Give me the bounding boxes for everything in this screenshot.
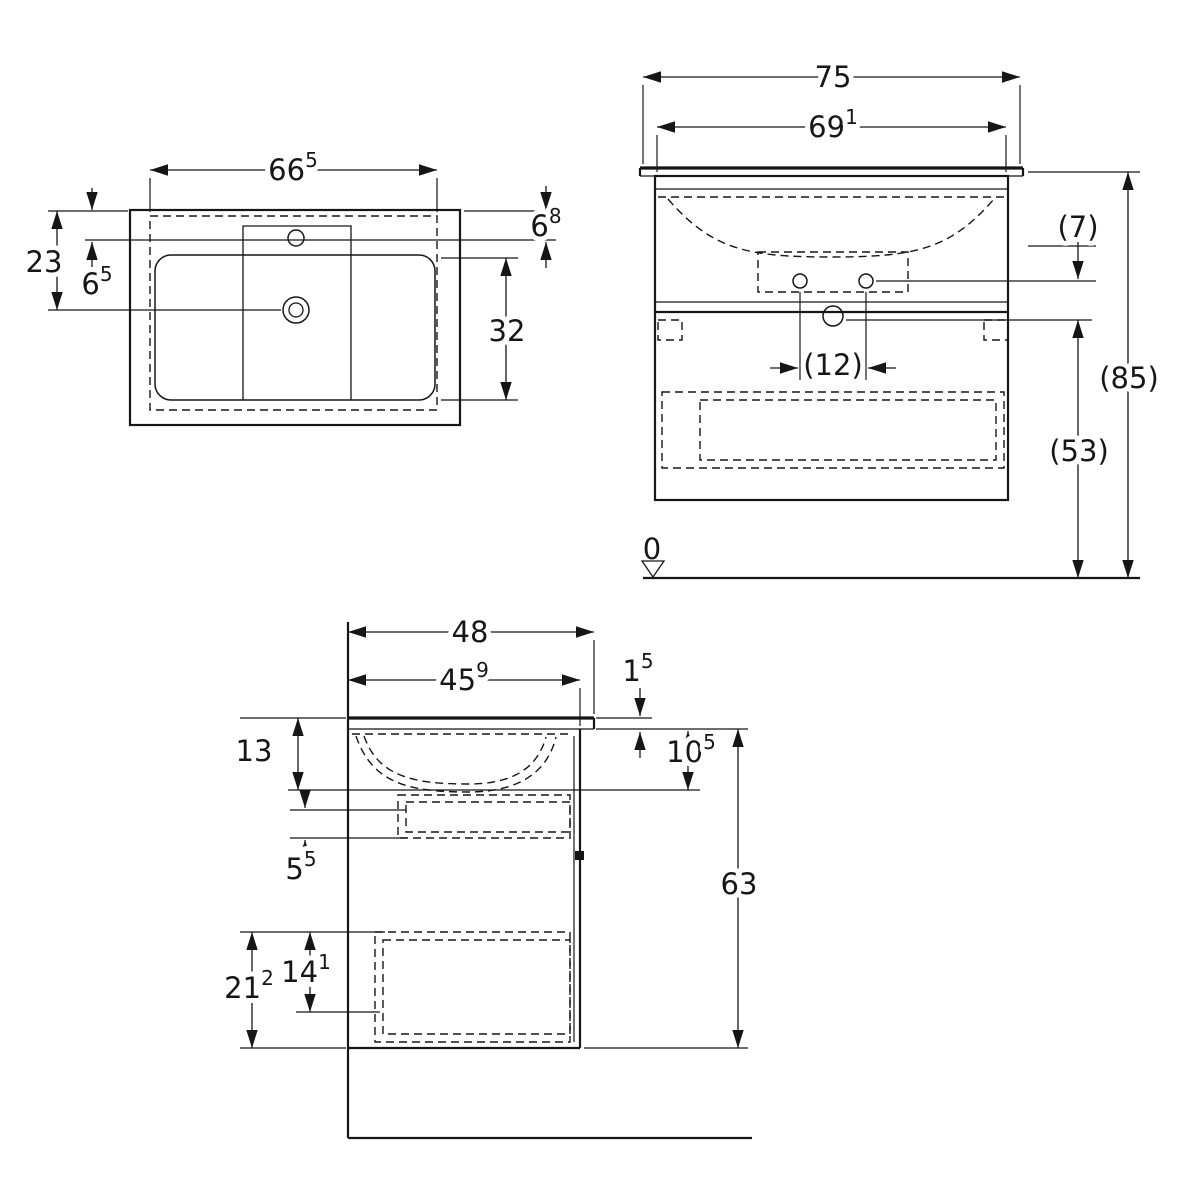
dim-side-depth-total-label: 48 [452, 615, 489, 649]
dim-side-rim-to-shelf-label: 13 [236, 734, 273, 768]
drain-inner [288, 302, 304, 318]
dim-side-basin-depth-label: 105 [666, 730, 716, 769]
dim-front-height-lower-label: (53) [1049, 434, 1109, 468]
dim-plan-back-to-tap-label: 68 [530, 204, 561, 243]
dim-plan-width: 665 [149, 143, 438, 212]
dim-plan-back-to-drain: 23 [21, 210, 281, 311]
dim-side-depth-total: 48 [348, 610, 595, 714]
dim-side-shelf-gap: 55 [280, 790, 406, 891]
dim-side-depth-body: 459 [348, 653, 581, 726]
side-outline [346, 622, 752, 1140]
dim-plan-bowl-depth-label: 32 [489, 314, 526, 348]
dim-side-rim-to-shelf: 13 [231, 717, 346, 790]
fixing-hole-left [792, 273, 808, 289]
plan-view: 665 23 65 68 32 [21, 143, 567, 427]
front-hidden-detail [657, 196, 1009, 469]
cabinet-hidden-outline [149, 215, 438, 411]
dim-front-fixing-offset-label: (7) [1057, 210, 1098, 244]
cabinet-body [653, 174, 1010, 502]
front-view: 75 691 (7) (12) (85) [638, 55, 1164, 580]
washbasin-outline [128, 208, 462, 427]
dim-front-width-body: 691 [656, 100, 1007, 172]
dim-front-fixing-offset: (7) [876, 205, 1104, 282]
dim-side-body-height: 63 [584, 728, 762, 1049]
dim-front-height-lower: (53) [846, 319, 1114, 578]
tap-hole [287, 229, 305, 247]
lower-drawer-box-side [374, 931, 571, 1043]
fixing-hole-right [858, 273, 874, 289]
dim-side-drawer-inner: 141 [276, 932, 380, 1013]
dim-side-body-height-label: 63 [721, 867, 758, 901]
dim-plan-bowl-depth: 32 [441, 257, 530, 401]
plan-outline [85, 208, 556, 427]
dim-side-shelf-gap-label: 55 [285, 847, 316, 886]
fixing-zone [757, 251, 909, 293]
dim-front-width-total-label: 75 [815, 60, 852, 94]
dim-front-tap-centers: (12) [770, 292, 896, 387]
datum: 0 [638, 527, 666, 579]
dim-side-drawer-outer: 212 [219, 931, 385, 1049]
dim-side-drawer-inner-label: 141 [281, 950, 331, 989]
dim-plan-width-label: 665 [268, 148, 318, 187]
bowl-hidden-profile [667, 198, 995, 258]
drawer-handle [575, 851, 584, 860]
dim-plan-back-to-tap: 68 [464, 186, 567, 268]
dim-side-depth-body-label: 459 [439, 658, 489, 697]
datum-symbol [640, 560, 666, 579]
dim-side-basin-depth: 105 [288, 725, 721, 791]
dim-front-tap-centers-label: (12) [803, 348, 863, 382]
side-hidden-detail [352, 733, 571, 1043]
dim-side-worktop-thickness-label: 15 [622, 649, 653, 688]
dim-plan-tap-offset: 65 [76, 188, 118, 306]
bowl-profile-outer [355, 735, 557, 793]
dim-front-width-total: 75 [642, 55, 1021, 164]
lower-drawer-box [661, 391, 1005, 469]
dim-plan-back-to-drain-label: 23 [26, 245, 63, 279]
upper-drawer-box [397, 794, 571, 839]
dim-front-height-total-label: (85) [1099, 361, 1159, 395]
bowl-outline [154, 254, 436, 401]
drain-outer [282, 296, 310, 324]
dim-front-width-body-label: 691 [808, 105, 858, 144]
dim-front-height-total: (85) [1028, 171, 1164, 578]
dim-plan-tap-offset-label: 65 [81, 262, 112, 301]
bowl-profile-inner [363, 735, 547, 785]
dim-side-drawer-outer-label: 212 [224, 966, 274, 1005]
side-view: 48 459 15 105 13 55 [219, 610, 762, 1140]
dim-side-worktop-thickness: 15 [596, 644, 659, 758]
drain-connection [822, 305, 844, 327]
